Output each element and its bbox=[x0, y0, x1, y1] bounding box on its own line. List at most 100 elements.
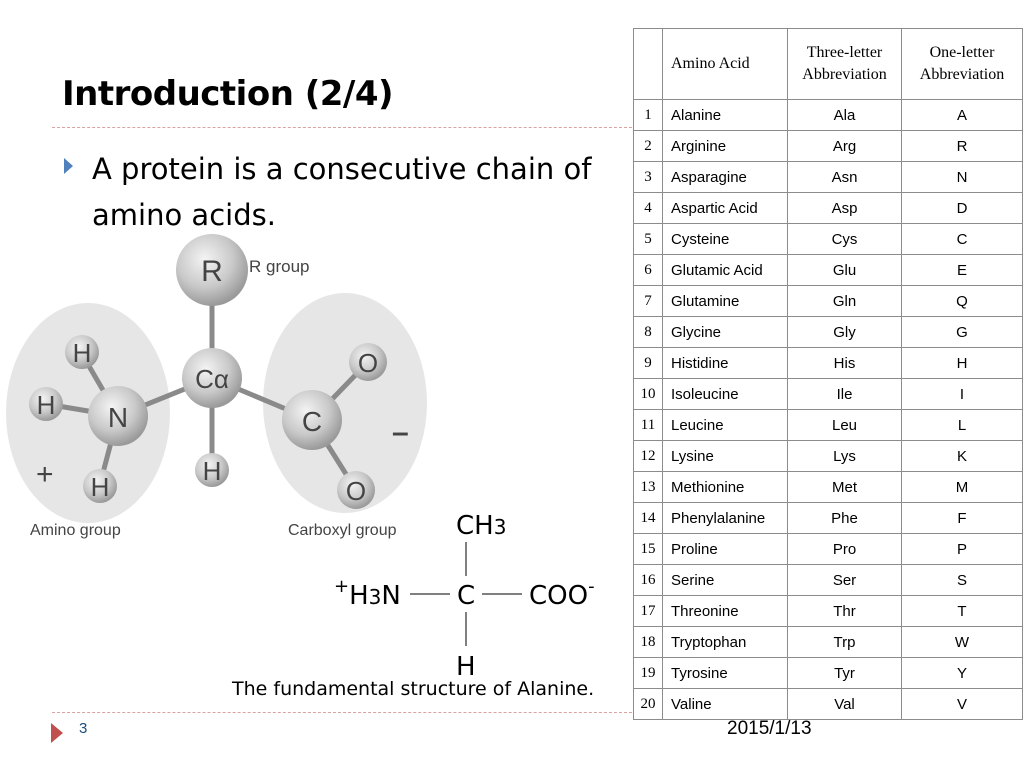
bullet-arrow-icon bbox=[64, 158, 73, 174]
h-label-left: H bbox=[37, 390, 56, 420]
cell-name: Glutamine bbox=[662, 285, 788, 317]
title-divider bbox=[52, 127, 632, 128]
o-label-top: O bbox=[358, 348, 378, 378]
amino-group-label: Amino group bbox=[30, 522, 121, 539]
cell-name: Arginine bbox=[662, 130, 788, 162]
cell-num: 4 bbox=[633, 192, 663, 224]
cell-three: Tyr bbox=[787, 657, 902, 689]
cell-num: 13 bbox=[633, 471, 663, 503]
header-one-line1: One-letter bbox=[929, 44, 995, 61]
cell-num: 10 bbox=[633, 378, 663, 410]
cell-num: 19 bbox=[633, 657, 663, 689]
cell-num: 9 bbox=[633, 347, 663, 379]
o-atom-bottom bbox=[337, 471, 375, 509]
bullet-text: A protein is a consecutive chain of amin… bbox=[92, 152, 592, 232]
footer-triangle-icon bbox=[51, 723, 63, 743]
r-label: R bbox=[201, 255, 223, 288]
cell-one: T bbox=[901, 595, 1023, 627]
footer-divider bbox=[52, 712, 632, 713]
carboxyl-group-label: Carboxyl group bbox=[288, 522, 397, 539]
cell-one: S bbox=[901, 564, 1023, 596]
cell-one: K bbox=[901, 440, 1023, 472]
cell-name: Tyrosine bbox=[662, 657, 788, 689]
cell-name: Glycine bbox=[662, 316, 788, 348]
h-atom-bottom-left bbox=[83, 469, 117, 503]
o-label-bottom: O bbox=[346, 476, 366, 506]
cell-name: Alanine bbox=[662, 99, 788, 131]
calpha-atom bbox=[182, 348, 242, 408]
formula-h: H bbox=[456, 652, 476, 682]
cell-one: M bbox=[901, 471, 1023, 503]
header-number bbox=[633, 28, 663, 100]
h-atom-top bbox=[65, 335, 99, 369]
cell-three: Val bbox=[787, 688, 902, 720]
cell-three: Arg bbox=[787, 130, 902, 162]
cell-num: 17 bbox=[633, 595, 663, 627]
cell-three: Lys bbox=[787, 440, 902, 472]
cell-name: Asparagine bbox=[662, 161, 788, 193]
h-atom-bottom bbox=[195, 453, 229, 487]
cell-num: 18 bbox=[633, 626, 663, 658]
slide-date: 2015/1/13 bbox=[727, 718, 812, 739]
carboxyl-group-region bbox=[263, 293, 427, 513]
cell-name: Histidine bbox=[662, 347, 788, 379]
cell-one: F bbox=[901, 502, 1023, 534]
cell-num: 5 bbox=[633, 223, 663, 255]
cell-one: N bbox=[901, 161, 1023, 193]
cell-name: Threonine bbox=[662, 595, 788, 627]
c-label: C bbox=[302, 406, 322, 437]
formula-ch3: CH3 bbox=[456, 511, 506, 541]
n-label: N bbox=[108, 402, 128, 433]
cell-name: Tryptophan bbox=[662, 626, 788, 658]
cell-three: Pro bbox=[787, 533, 902, 565]
cell-num: 14 bbox=[633, 502, 663, 534]
cell-three: Ala bbox=[787, 99, 902, 131]
cell-num: 16 bbox=[633, 564, 663, 596]
cell-three: Gly bbox=[787, 316, 902, 348]
cell-name: Proline bbox=[662, 533, 788, 565]
cell-name: Lysine bbox=[662, 440, 788, 472]
cell-three: Ser bbox=[787, 564, 902, 596]
cell-num: 11 bbox=[633, 409, 663, 441]
h-label-bottom: H bbox=[203, 456, 222, 486]
h-label-bottom-left: H bbox=[91, 472, 110, 502]
cell-one: I bbox=[901, 378, 1023, 410]
h-atom-left bbox=[29, 387, 63, 421]
cell-num: 20 bbox=[633, 688, 663, 720]
calpha-label: Cα bbox=[195, 364, 229, 394]
cell-three: Met bbox=[787, 471, 902, 503]
cell-name: Leucine bbox=[662, 409, 788, 441]
cell-one: V bbox=[901, 688, 1023, 720]
cell-three: Cys bbox=[787, 223, 902, 255]
r-atom bbox=[176, 234, 248, 306]
cell-three: Asn bbox=[787, 161, 902, 193]
cell-three: Gln bbox=[787, 285, 902, 317]
cell-one: C bbox=[901, 223, 1023, 255]
cell-three: Ile bbox=[787, 378, 902, 410]
cell-three: Thr bbox=[787, 595, 902, 627]
cell-num: 6 bbox=[633, 254, 663, 286]
cell-one: H bbox=[901, 347, 1023, 379]
cell-name: Isoleucine bbox=[662, 378, 788, 410]
cell-num: 12 bbox=[633, 440, 663, 472]
cell-one: P bbox=[901, 533, 1023, 565]
header-three-line2: Abbreviation bbox=[802, 66, 887, 83]
cell-one: L bbox=[901, 409, 1023, 441]
